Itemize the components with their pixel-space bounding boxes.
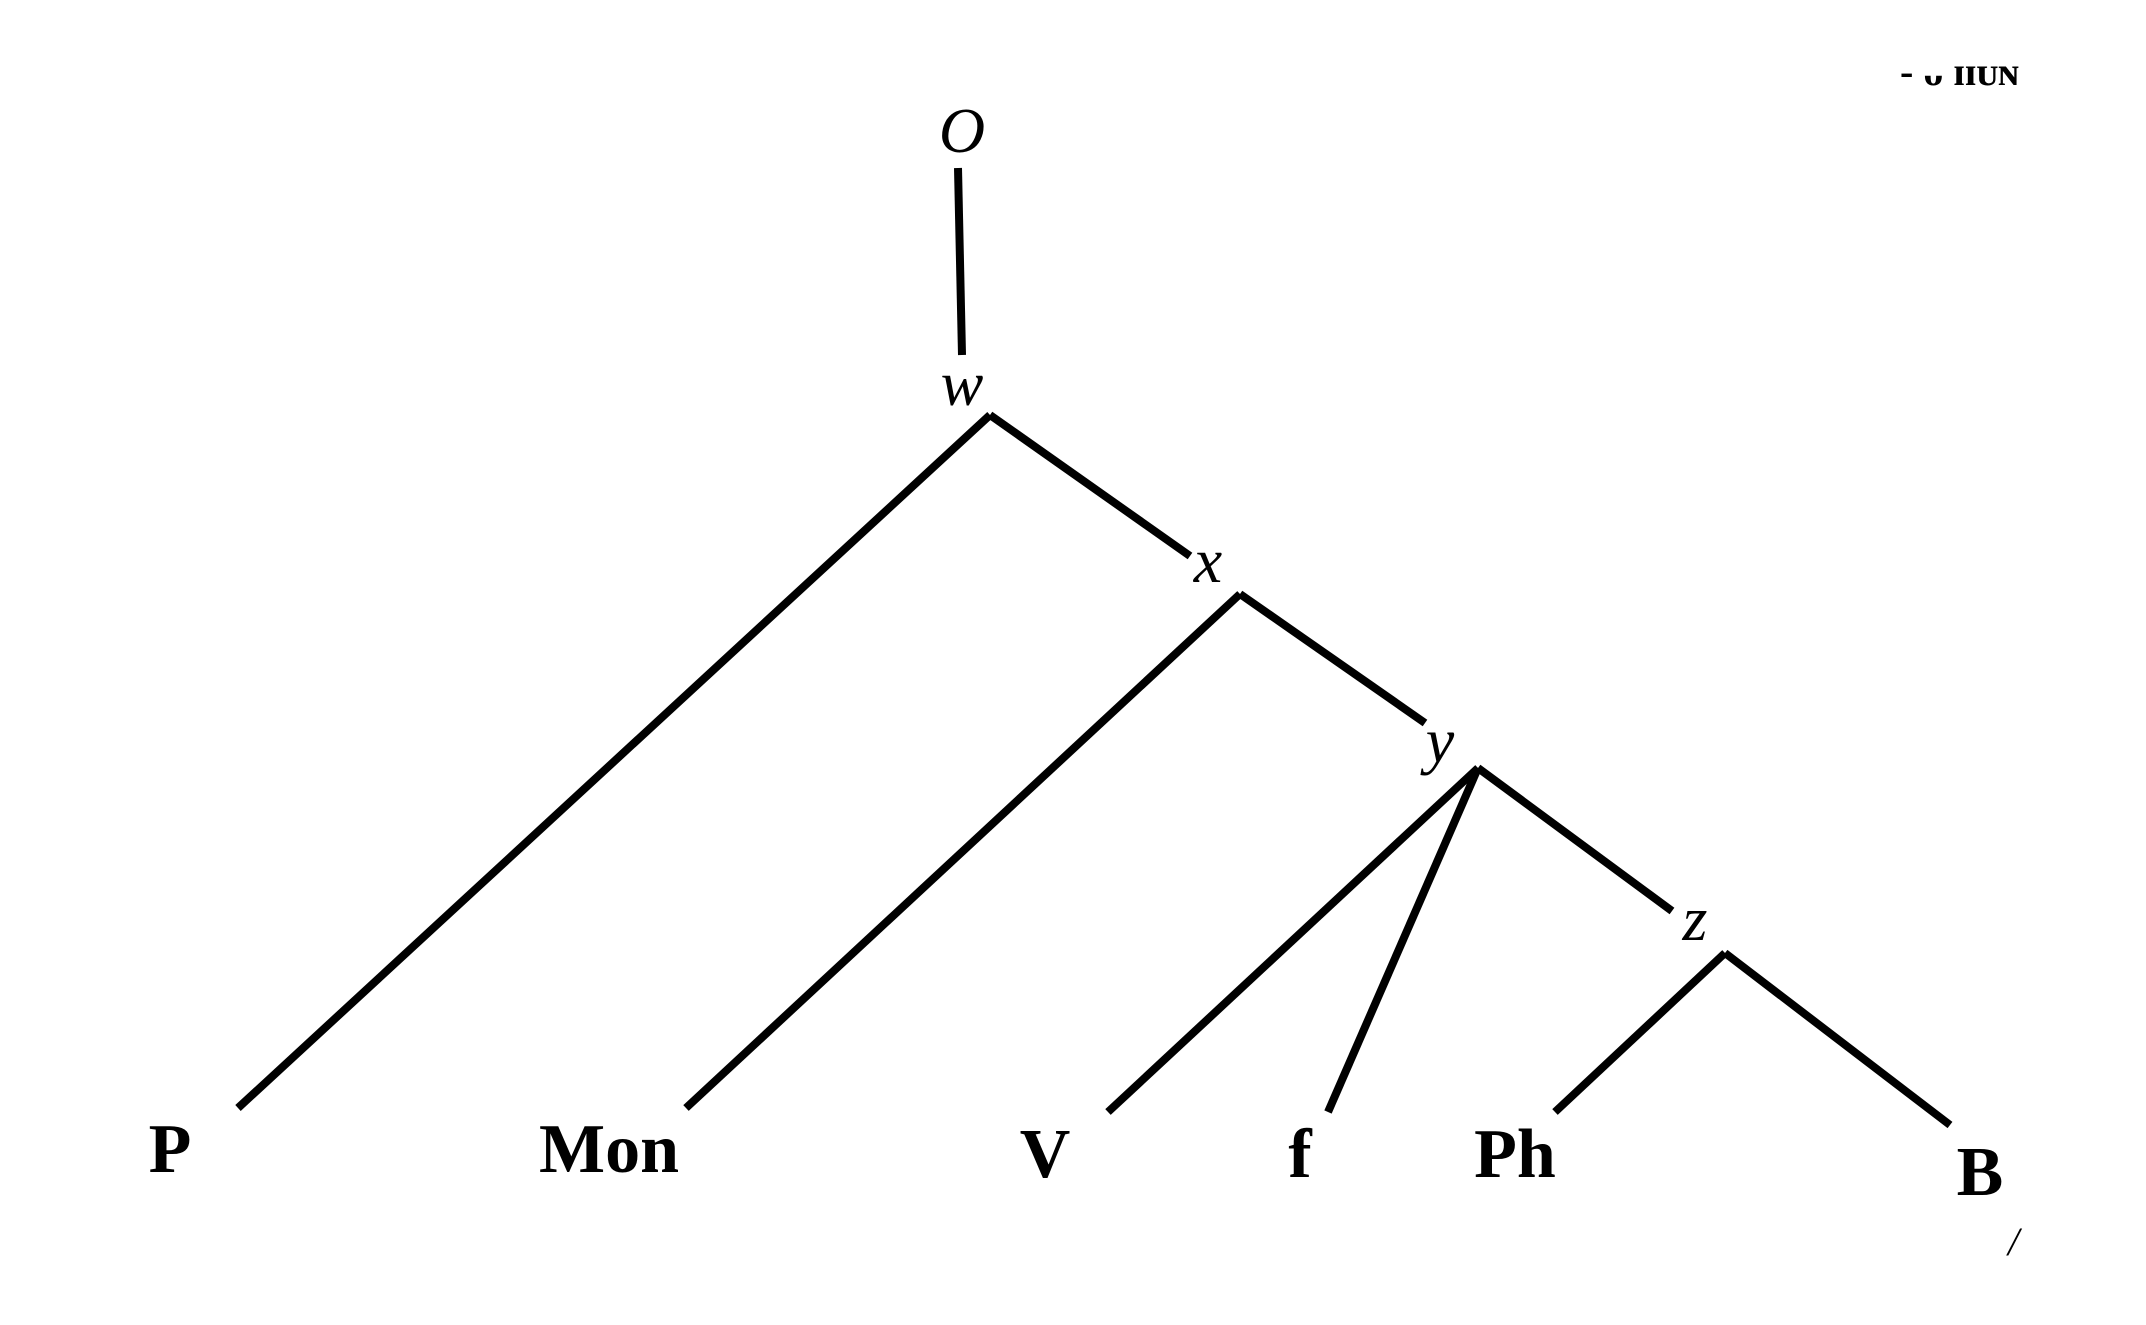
edge-x-y: [1237, 590, 1428, 727]
edge-o-w: [954, 167, 966, 356]
edge-w-p: [235, 412, 993, 1111]
edge-w-x: [987, 411, 1193, 560]
node-label-f: f: [1288, 1116, 1312, 1193]
edge-y-z: [1475, 764, 1675, 915]
node-label-ph: Ph: [1474, 1116, 1556, 1193]
node-label-b: B: [1957, 1134, 2004, 1211]
edge-y-v: [1105, 765, 1481, 1115]
corner-text-fragment: - ᴗ ɪɪᴜɴ: [1900, 49, 2019, 94]
edge-z-b: [1722, 949, 1953, 1129]
tree-edges: [235, 167, 1953, 1129]
edge-y-f: [1324, 766, 1482, 1114]
edge-z-ph: [1552, 950, 1728, 1115]
stray-mark: /: [2006, 1219, 2023, 1264]
edge-x-mon: [683, 591, 1243, 1111]
node-label-o: O: [939, 95, 985, 166]
node-label-w: w: [941, 348, 984, 419]
node-label-y: y: [1420, 705, 1455, 776]
node-label-mon: Mon: [539, 1111, 679, 1188]
node-label-p: P: [149, 1111, 192, 1188]
node-label-z: z: [1682, 883, 1708, 954]
node-label-x: x: [1193, 525, 1222, 596]
node-label-v: V: [1020, 1116, 1071, 1193]
